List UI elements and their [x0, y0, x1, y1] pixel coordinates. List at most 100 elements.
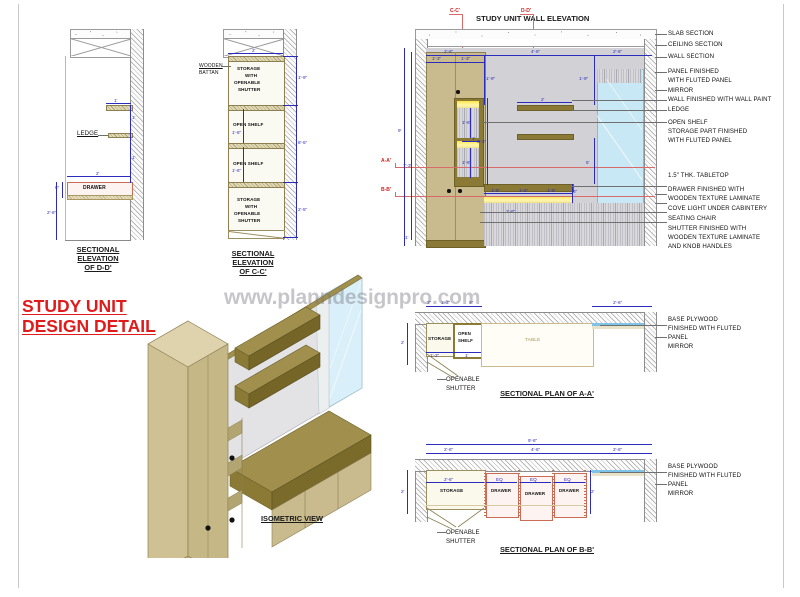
- we-dim-lefttotal: [404, 48, 405, 246]
- we-wall-left: [415, 39, 428, 246]
- bb-dim-storagew: 2'-6": [444, 477, 454, 482]
- cc-open-shelf-2: OPEN SHELF: [233, 161, 264, 166]
- we-dim-dh: 6": [573, 189, 578, 194]
- aa-dim-1: 3": [427, 300, 432, 305]
- callout-cove-light: COVE LIGHT UNDER CABINTERY: [668, 205, 768, 212]
- cc-title-1: SECTIONAL: [231, 249, 275, 258]
- we-slab-stipple: [415, 29, 655, 39]
- dd-drawer-base: [67, 195, 133, 200]
- we-dim-d1: 1'-6": [491, 188, 501, 193]
- aa-dim-depth: 2': [401, 340, 405, 345]
- sheet-border: [18, 4, 784, 588]
- we-dim-bay3: [594, 55, 652, 56]
- aa-storage-label: STORAGE: [428, 336, 452, 341]
- cc-storage-bot-1: STORAGE: [237, 197, 261, 202]
- we-dim-baseh: 2'-6": [506, 209, 515, 214]
- aa-dim-shelfw: 1': [465, 353, 469, 358]
- cc-storage-bot-4: SHUTTER: [238, 218, 261, 223]
- dd-dim-drawerw: [67, 176, 131, 177]
- cc-storage-top-3: OPENABLE: [234, 80, 261, 85]
- we-dim-leftunit-text: 7'-3": [403, 163, 413, 168]
- isometric-title: ISOMETRIC VIEW: [260, 514, 323, 523]
- aa-callout-mirror: MIRROR: [668, 343, 694, 350]
- we-dim-drawers: [484, 193, 572, 194]
- cc-band-top: [228, 56, 285, 62]
- we-knob-r: [458, 189, 462, 193]
- dd-dim-5: 6": [55, 185, 60, 190]
- we-dim-bay3-text: 2'-6": [613, 49, 623, 54]
- dd-drawer-label: DRAWER: [83, 185, 106, 191]
- callout-wall-section: WALL SECTION: [668, 53, 715, 60]
- aa-dim-4: 2'-6": [613, 300, 623, 305]
- bb-shutter-swing: [426, 507, 485, 530]
- callout-ceiling-section: CEILING SECTION: [668, 41, 723, 48]
- bb-storage: [426, 470, 486, 510]
- we-dim-floor: 1': [405, 235, 409, 240]
- callout-drawer-laminate: WOODEN TEXTURE LAMINATE: [668, 195, 761, 202]
- callout-tabletop: 1.5" THK. TABLETOP: [668, 172, 729, 179]
- aa-callout-openable-1: OPENABLE: [446, 376, 480, 383]
- aa-dim-2: 1'-3": [441, 300, 451, 305]
- we-open-shelf: [517, 134, 574, 140]
- bb-sep-1: [484, 470, 486, 516]
- dd-ledge-label: LEDGE: [77, 130, 99, 137]
- cc-wall-section: [283, 29, 297, 240]
- we-niche-upper: [457, 108, 479, 138]
- aa-title: SECTIONAL PLAN OF A-A': [500, 389, 594, 398]
- callout-slab-section: SLAB SECTION: [668, 30, 714, 37]
- callout-open-shelf: OPEN SHELF: [668, 119, 708, 126]
- cc-dim-shelf1: [243, 109, 244, 143]
- dd-ceiling-cross: [70, 38, 130, 56]
- dd-dim-6: 2'-6": [47, 210, 57, 215]
- we-dim-bay1a: 1'-3": [432, 56, 442, 61]
- we-wall-right: [644, 39, 657, 246]
- we-dim-toph: [484, 55, 485, 105]
- aa-wall-right: [644, 312, 657, 372]
- bb-eq-2: EQ: [530, 477, 537, 482]
- callout-shutter-finished: SHUTTER FINISHED WITH: [668, 225, 747, 232]
- we-ledge: [517, 105, 574, 111]
- dd-dim-2: 1': [132, 115, 136, 120]
- aa-callout-base-1: BASE PLYWOOD: [668, 316, 718, 323]
- dd-floor-line: [65, 240, 131, 241]
- marker-aa: A-A': [381, 158, 392, 164]
- dd-left-edge: [65, 56, 66, 240]
- cc-dim-top: 1'-9": [298, 75, 308, 80]
- aa-callout-base-2: FINISHED WITH FLUTED: [668, 325, 742, 332]
- wall-elevation-title: STUDY UNIT WALL ELEVATION: [476, 14, 590, 23]
- dd-upper-shelf: [106, 105, 133, 111]
- we-cove-light: [484, 196, 572, 203]
- we-tabletop: [484, 184, 574, 192]
- main-title-line2: DESIGN DETAIL: [22, 316, 156, 336]
- watermark: www.planndesignpro.com: [224, 286, 481, 309]
- bb-drawer-2-label: DRAWER: [525, 491, 546, 496]
- bb-dim-3: 2'-6": [613, 447, 623, 452]
- aa-shutter-swing: [426, 353, 459, 379]
- callout-ledge: LEDGE: [668, 106, 690, 113]
- we-dim-bay1: [426, 55, 484, 56]
- we-knob-l: [447, 189, 451, 193]
- cc-storage-top-2: WITH: [245, 73, 258, 78]
- cc-battan-1: WOODEN: [199, 63, 223, 69]
- cc-plinth: [228, 230, 285, 239]
- bb-drawer-2: [520, 476, 553, 521]
- callout-storage-part: STORAGE PART FINISHED: [668, 128, 748, 135]
- cc-battan-2: BATTAN: [199, 70, 219, 76]
- cc-storage-bot-3: OPENABLE: [234, 211, 261, 216]
- we-dim-bay2: [484, 55, 594, 56]
- aa-open-shelf-2: SHELF: [458, 338, 473, 343]
- bb-callout-base-1: BASE PLYWOOD: [668, 463, 718, 470]
- dd-dim-4: 2': [96, 171, 100, 176]
- aa-open-shelf-1: OPEN: [458, 331, 471, 336]
- dd-wall-section: [130, 29, 144, 240]
- cc-dim-w: 2': [252, 48, 256, 53]
- we-dim-bay1b: 1'-3": [461, 56, 471, 61]
- bb-drawer-1: [486, 473, 519, 518]
- we-dim-lefttotal-text: 9': [398, 128, 402, 133]
- bb-callout-openable-1: OPENABLE: [446, 529, 480, 536]
- we-dim-toph2: [594, 55, 595, 105]
- callout-knob-handles: AND KNOB HANDLES: [668, 243, 732, 250]
- bb-storage-label: STORAGE: [440, 488, 464, 493]
- cc-band-3: [228, 182, 285, 188]
- we-cabinet-plinth: [426, 240, 486, 248]
